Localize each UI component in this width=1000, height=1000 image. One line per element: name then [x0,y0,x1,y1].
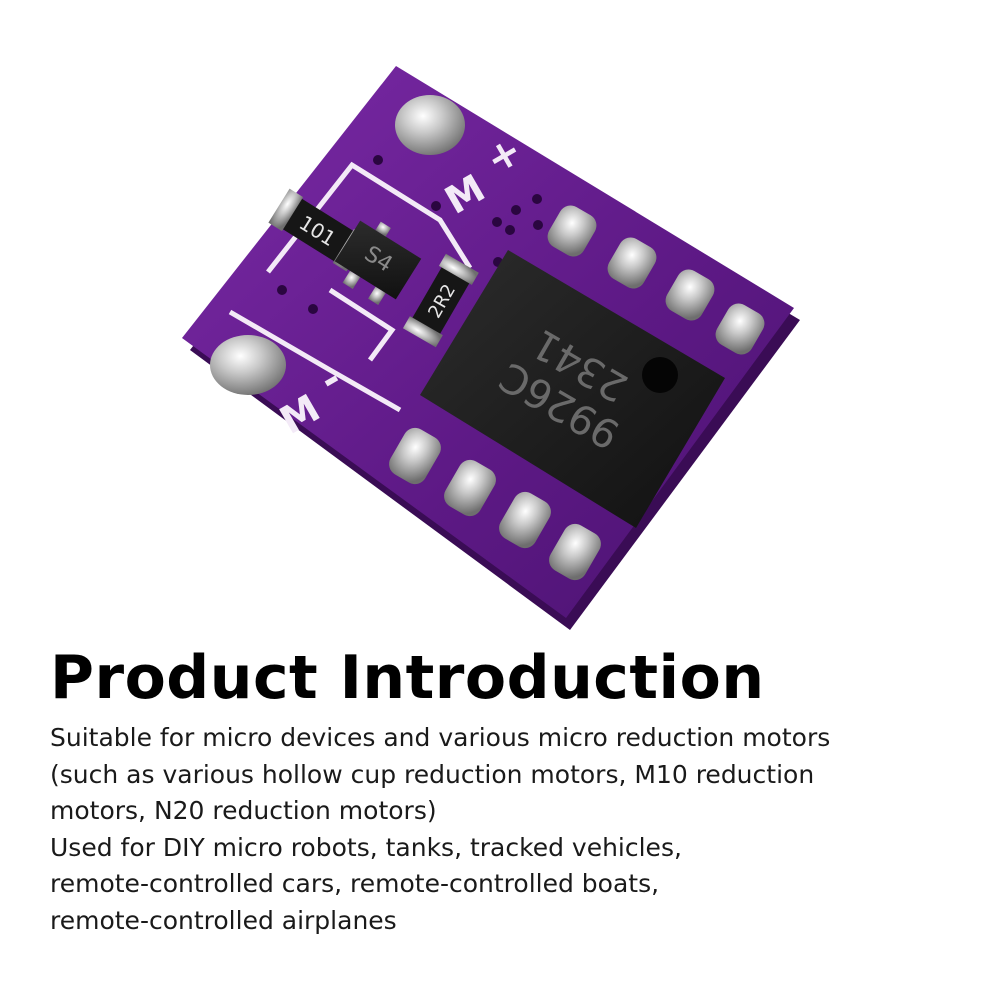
diode-s4: S4 [334,220,422,305]
description-line: (such as various hollow cup reduction mo… [50,759,815,789]
ic-chip: 9926C 2341 [389,205,765,581]
ic-pins-bottom [389,427,601,581]
description-line: remote-controlled airplanes [50,905,397,935]
resistor-2r2: 2R2 [402,253,479,348]
solder-pad-top [395,95,465,155]
solder-pad-left [210,335,286,395]
description-line: motors, N20 reduction motors) [50,796,437,826]
ic-pin1-dot [642,357,678,393]
product-title: Product Introduction [50,643,765,713]
ic-body [420,250,725,528]
description-line: Used for DIY micro robots, tanks, tracke… [50,832,682,862]
description-line: remote-controlled cars, remote-controlle… [50,869,660,899]
ic-pins-top [547,205,765,355]
product-photo: + M - M 101 S4 2R2 [182,66,800,630]
via-dots [277,155,543,314]
product-description: Suitable for micro devices and various m… [50,720,970,940]
description-line: Suitable for micro devices and various m… [50,723,831,752]
